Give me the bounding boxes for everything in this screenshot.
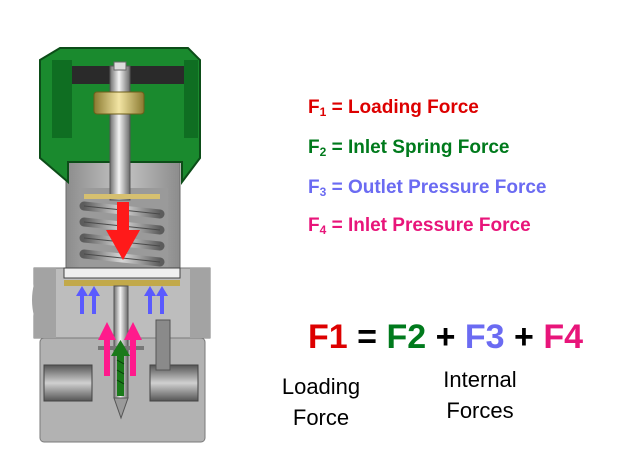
equation-plus-2: + — [504, 318, 544, 356]
legend-loading-force: F1 = Loading Force — [308, 98, 479, 118]
legend-f1-symbol: F — [308, 97, 320, 118]
outlet-pressure-arrows — [76, 286, 168, 314]
equation-plus-1: + — [426, 318, 465, 356]
legend-f4-symbol: F — [308, 215, 320, 236]
legend-f3-text: = Outlet Pressure Force — [326, 177, 547, 198]
legend-f2-symbol: F — [308, 137, 320, 158]
caption-loading-line-2: Force — [292, 405, 350, 430]
legend-f1-subscript: 1 — [319, 105, 327, 119]
legend-inlet-spring-force: F2 = Inlet Spring Force — [308, 138, 509, 158]
equation-equals: = — [347, 318, 387, 356]
caption-loading-force: Loading Force — [262, 371, 380, 433]
loading-force-arrow — [106, 202, 140, 260]
inlet-spring-arrow — [111, 340, 130, 396]
legend-outlet-pressure-force: F3 = Outlet Pressure Force — [308, 178, 546, 198]
legend-f2-text: = Inlet Spring Force — [326, 137, 510, 158]
legend-inlet-pressure-force: F4 = Inlet Pressure Force — [308, 216, 531, 236]
inlet-pressure-arrows — [98, 322, 142, 376]
caption-internal-line-2: Forces — [446, 398, 514, 423]
legend-f2-subscript: 2 — [319, 145, 327, 159]
legend-f4-subscript: 4 — [319, 223, 327, 237]
equation-f2: F2 — [386, 318, 427, 356]
caption-internal-forces: Internal Forces — [420, 364, 540, 426]
equation-f4: F4 — [543, 318, 583, 356]
caption-internal-line-1: Internal — [443, 367, 517, 392]
legend-f4-text: = Inlet Pressure Force — [326, 215, 531, 236]
caption-loading-line-1: Loading — [281, 374, 361, 399]
diaphragm — [63, 267, 181, 286]
equation-f1: F1 — [308, 318, 348, 356]
equation-f3: F3 — [464, 318, 505, 356]
regulator-cutaway-diagram — [32, 47, 211, 443]
legend-f3-subscript: 3 — [319, 185, 327, 199]
legend-f1-text: = Loading Force — [326, 97, 479, 118]
legend-f3-symbol: F — [308, 177, 320, 198]
adjusting-stem — [93, 61, 145, 201]
force-balance-equation: F1 = F2 + F3 + F4 — [308, 320, 583, 354]
